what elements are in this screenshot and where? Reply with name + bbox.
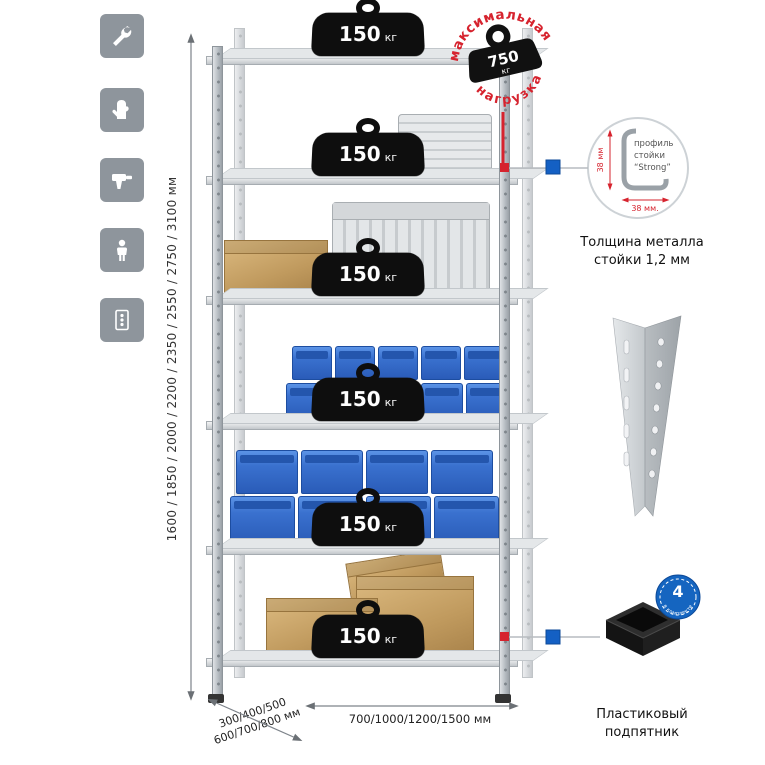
blue-bins-row [292,346,504,380]
post-profile-detail: 38 мм 38 мм. профиль стойки “Strong” [586,116,690,220]
rack-right-foot [495,694,511,703]
profile-dim-horizontal: 38 мм. [631,204,658,213]
rack-shelf [206,421,518,430]
rack-shelf [206,176,518,185]
profile-caption: Толщина металла стойки 1,2 мм [562,234,722,269]
rack-shelf [206,658,518,667]
rack-back-right-post [522,28,533,678]
profile-label-3: “Strong” [634,163,671,173]
foot-caption: Пластиковый подпятник [562,706,722,741]
angle-post-image [593,310,703,530]
load-unit: кг [384,632,398,646]
load-unit: кг [384,150,398,164]
load-unit: кг [384,270,398,284]
panel-icon [100,298,144,342]
load-value: 150 [338,142,381,167]
load-value: 150 [338,22,381,47]
stamp-unit: кг [501,65,512,76]
rack-shelf [206,546,518,555]
load-unit: кг [384,520,398,534]
profile-label-2: стойки [634,151,665,161]
max-load-stamp: максимальная нагрузка 750 кг [432,0,576,134]
stamp-weight-icon [468,38,543,83]
foot-caption-line1: Пластиковый [596,707,688,722]
blue-bins-row [236,450,493,494]
profile-caption-line2: стойки 1,2 мм [594,252,690,268]
profile-caption-line1: Толщина металла [580,235,704,250]
load-unit: кг [384,395,398,409]
glove-icon [100,88,144,132]
badge-number: 4 [672,582,683,601]
drill-icon [100,158,144,202]
load-unit: кг [384,30,398,44]
profile-dim-vertical: 38 мм [596,148,605,173]
profile-label-1: профиль [634,139,673,149]
load-value: 150 [338,387,381,412]
rack-left-foot [208,694,224,703]
profile-angle-icon [621,128,669,191]
rack-front-right-post [499,46,510,698]
wrench-icon [100,14,144,58]
width-dimensions-label: 700/1000/1200/1500 мм [348,712,492,726]
height-dimensions-label: 1600 / 1850 / 2000 / 2200 / 2350 / 2550 … [165,176,179,542]
load-value: 150 [338,624,381,649]
foot-caption-line2: подпятник [604,724,680,740]
rack-back-left-post [234,28,245,678]
load-value: 150 [338,512,381,537]
person-icon [100,228,144,272]
included-count-badge: 4 в комплекте [655,574,701,620]
rack-front-left-post [212,46,223,698]
rack-shelf [206,296,518,305]
load-value: 150 [338,262,381,287]
